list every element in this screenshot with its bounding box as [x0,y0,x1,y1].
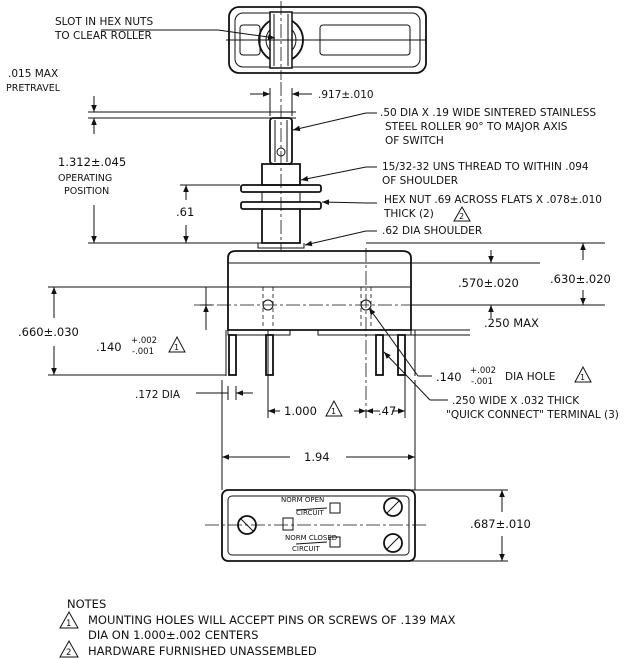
top-view [226,1,427,80]
roller-note-3: OF SWITCH [385,135,444,147]
terminal-note-1: .250 WIDE X .032 THICK [452,395,580,407]
norm-open-label-1: NORM OPEN [281,496,324,504]
dim-140-left: .140 [96,340,122,354]
svg-text:1: 1 [580,373,585,382]
note-1-triangle-icon-3: 1 [325,399,343,417]
dim-1312: 1.312±.045 [58,155,126,169]
dim-687: .687±.010 [470,517,531,531]
thread-note-2: OF SHOULDER [382,175,458,187]
operating-label-1: OPERATING [58,173,112,184]
dim-630: .630±.020 [550,272,611,286]
pretravel-value: .015 MAX [8,68,58,80]
roller-note-1: .50 DIA X .19 WIDE SINTERED STAINLESS [380,107,596,119]
dimension-labels: SLOT IN HEX NUTS TO CLEAR ROLLER .015 MA… [6,16,619,553]
svg-text:1: 1 [331,407,336,416]
shoulder-note: .62 DIA SHOULDER [382,225,482,237]
tol-plus-hole: +.002 [470,366,496,376]
svg-text:1: 1 [66,619,71,629]
operating-label-2: POSITION [64,186,109,197]
thread-note-1: 15/32-32 UNS THREAD TO WITHIN .094 [382,161,589,173]
bottom-view [205,489,428,562]
slot-label-2: TO CLEAR ROLLER [54,30,152,42]
note-1-line-2: DIA ON 1.000±.002 CENTERS [88,628,258,642]
svg-text:2: 2 [66,648,71,658]
note-2-triangle-icon: 2 [453,205,471,222]
dim-570: .570±.020 [458,276,519,290]
slot-label-1: SLOT IN HEX NUTS [55,16,153,28]
dim-47: .47 [378,404,396,418]
norm-closed-label-1: NORM CLOSED [285,534,337,542]
front-view [225,82,416,410]
notes-block: NOTES 1 MOUNTING HOLES WILL ACCEPT PINS … [59,597,456,658]
notes-title: NOTES [67,597,106,611]
hexnut-note-2: THICK (2) [383,208,434,220]
roller-note-2: STEEL ROLLER 90° TO MAJOR AXIS [385,121,568,133]
note-1-triangle-icon-2: 1 [574,365,592,383]
hexnut-note-1: HEX NUT .69 ACROSS FLATS X .078±.010 [384,194,602,206]
note-1-triangle-icon: 1 [168,335,186,353]
pretravel-label: PRETRAVEL [6,83,61,94]
dim-250-max: .250 MAX [484,316,539,330]
note-2-text: HARDWARE FURNISHED UNASSEMBLED [88,644,317,658]
tol-minus-hole: -.001 [471,377,493,387]
dim-1000: 1.000 [284,404,317,418]
dimension-lines [48,29,605,562]
dim-172-dia: .172 DIA [135,389,181,401]
tol-plus-left: +.002 [131,336,157,346]
dia-hole-label: DIA HOLE [505,371,555,383]
terminal-note-2: "QUICK CONNECT" TERMINAL (3) [446,409,619,421]
norm-open-label-2: CIRCUIT [296,509,325,517]
svg-text:1: 1 [174,343,179,352]
note-1-marker-icon: 1 [59,610,79,629]
dim-140-hole: .140 [436,370,462,384]
dim-917: .917±.010 [318,89,374,101]
tol-minus-left: -.001 [132,347,154,357]
svg-text:2: 2 [459,212,464,221]
note-1-line-1: MOUNTING HOLES WILL ACCEPT PINS OR SCREW… [88,613,456,627]
norm-closed-label-2: CIRCUIT [292,545,321,553]
dim-61: .61 [176,205,194,219]
note-2-marker-icon: 2 [59,639,79,658]
dim-194: 1.94 [304,450,330,464]
dim-660: .660±.030 [18,325,79,339]
